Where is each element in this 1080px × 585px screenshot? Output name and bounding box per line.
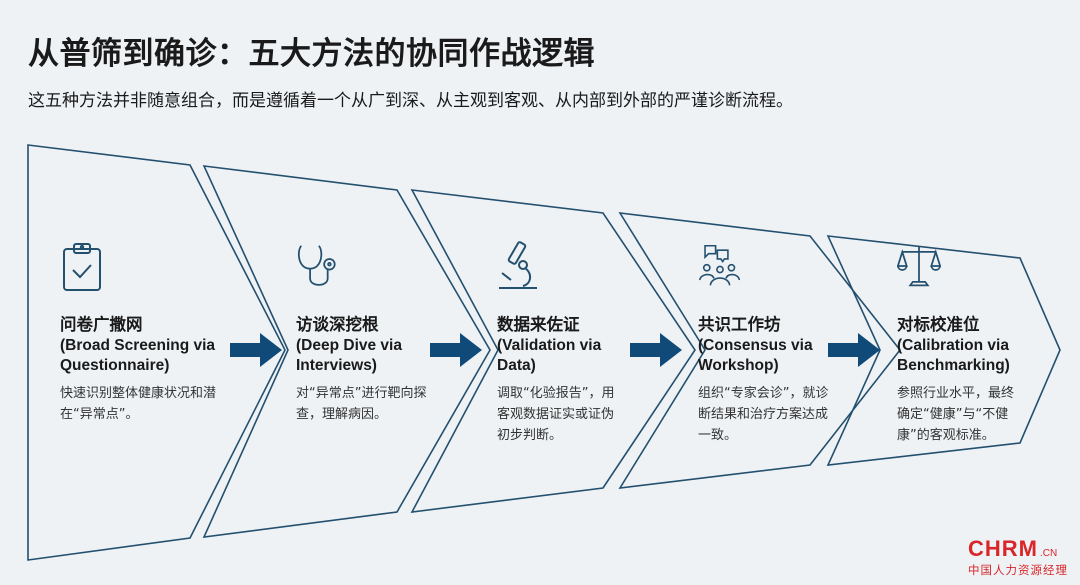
logo-suffix: .CN: [1040, 548, 1058, 559]
stethoscope-icon: [297, 245, 336, 286]
step-title-en: (Validation via Data): [497, 337, 602, 374]
step-description: 对“异常点”进行靶向探查，理解病因。: [296, 386, 427, 422]
group-discussion-icon: [698, 244, 741, 286]
step-title-en: (Broad Screening via Questionnaire): [60, 337, 216, 374]
page-title: 从普筛到确诊：五大方法的协同作战逻辑: [28, 36, 595, 72]
microscope-icon: [499, 241, 537, 289]
step-3: 数据来佐证 (Validation via Data) 调取“化验报告”，用客观…: [497, 240, 687, 446]
step-description: 组织“专家会诊”，就诊断结果和治疗方案达成一致。: [698, 386, 829, 443]
step-title-cn: 对标校准位: [897, 315, 980, 334]
chevron-step-4: [618, 212, 902, 489]
step-4: 共识工作坊 (Consensus via Workshop) 组织“专家会诊”，…: [698, 240, 888, 446]
step-description: 快速识别整体健康状况和潜在“异常点”。: [60, 386, 217, 422]
chevron-step-3: [410, 189, 696, 513]
arrow-icon: [230, 333, 282, 367]
step-description: 参照行业水平，最终确定“健康”与“不健康”的客观标准。: [897, 386, 1015, 443]
logo-main-text: CHRM: [968, 536, 1038, 561]
logo-subtitle: 中国人力资源经理: [968, 563, 1068, 577]
step-1: 问卷广撒网 (Broad Screening via Questionnaire…: [60, 240, 250, 425]
clipboard-check-icon: [63, 243, 101, 291]
chevron-step-2: [202, 165, 491, 538]
step-5: 对标校准位 (Calibration via Benchmarking) 参照行…: [896, 240, 1080, 446]
step-title-en: (Calibration via Benchmarking): [897, 337, 1010, 374]
step-title-cn: 访谈深挖根: [296, 315, 379, 334]
chevron-step-1: [27, 144, 286, 561]
step-title-en: (Deep Dive via Interviews): [296, 337, 402, 374]
step-description: 调取“化验报告”，用客观数据证实或证伪初步判断。: [497, 386, 615, 443]
step-title-en: (Consensus via Workshop): [698, 337, 813, 374]
step-2: 访谈深挖根 (Deep Dive via Interviews) 对“异常点”进…: [296, 240, 486, 425]
arrow-icon: [430, 333, 482, 367]
step-title-cn: 共识工作坊: [698, 315, 781, 334]
step-title-cn: 数据来佐证: [497, 315, 580, 334]
chrm-logo: CHRM.CN 中国人力资源经理: [968, 536, 1068, 578]
step-title-cn: 问卷广撒网: [60, 315, 143, 334]
scales-icon: [896, 246, 942, 287]
page-subtitle: 这五种方法并非随意组合，而是遵循着一个从广到深、从主观到客观、从内部到外部的严谨…: [28, 91, 793, 111]
arrow-icon: [630, 333, 682, 367]
arrow-icon: [828, 333, 880, 367]
